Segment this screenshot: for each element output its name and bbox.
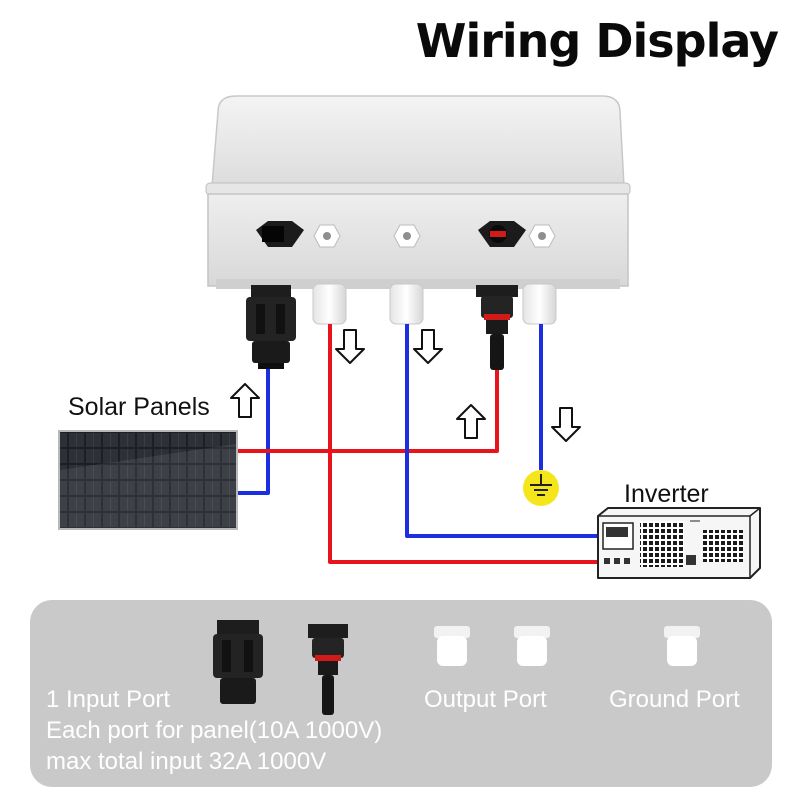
arrow-up-icon [230, 383, 260, 418]
mc4-connector-on-box-right [478, 221, 526, 247]
output-gland-icon-2 [514, 626, 550, 666]
arrow-down-icon [413, 329, 443, 364]
cable-gland-1 [312, 283, 347, 325]
page-title: Wiring Display [415, 14, 779, 68]
ground-port-label: Ground Port [609, 686, 740, 713]
solar-panels-label: Solar Panels [68, 393, 210, 421]
cable-gland-3 [522, 283, 557, 325]
cable-gland-2 [389, 283, 424, 325]
legend-icons [213, 620, 700, 715]
max-input-label: max total input 32A 1000V [46, 748, 327, 775]
wire-panel-negative [236, 369, 270, 495]
wire-output-positive [328, 324, 598, 564]
wire-output-negative [405, 324, 598, 538]
wires [236, 324, 598, 564]
gland-nut-1 [313, 224, 341, 248]
arrow-down-icon [335, 329, 365, 364]
port-rating-label: Each port for panel(10A 1000V) [46, 717, 383, 744]
output-gland-icon-1 [434, 626, 470, 666]
ground-symbol [523, 470, 559, 506]
arrow-down-icon [551, 407, 581, 442]
mc4-input-connector-left [246, 285, 296, 369]
mc4-connector-female-icon [308, 624, 348, 715]
mc4-input-connector-right [476, 285, 518, 370]
wire-panel-positive [236, 370, 499, 453]
mc4-connector-on-box-left [256, 221, 304, 247]
combiner-box [205, 95, 631, 289]
input-port-label: 1 Input Port [46, 686, 171, 713]
port-legend: 1 Input Port Each port for panel(10A 100… [30, 600, 772, 787]
solar-panel [58, 430, 238, 530]
inverter-label: Inverter [624, 480, 709, 508]
gland-nut-2 [393, 224, 421, 248]
mc4-connector-male-icon [213, 620, 263, 704]
output-port-label: Output Port [424, 686, 547, 713]
inverter [597, 507, 761, 579]
arrow-up-icon [456, 404, 486, 439]
ground-gland-icon [664, 626, 700, 666]
gland-nut-3 [528, 224, 556, 248]
